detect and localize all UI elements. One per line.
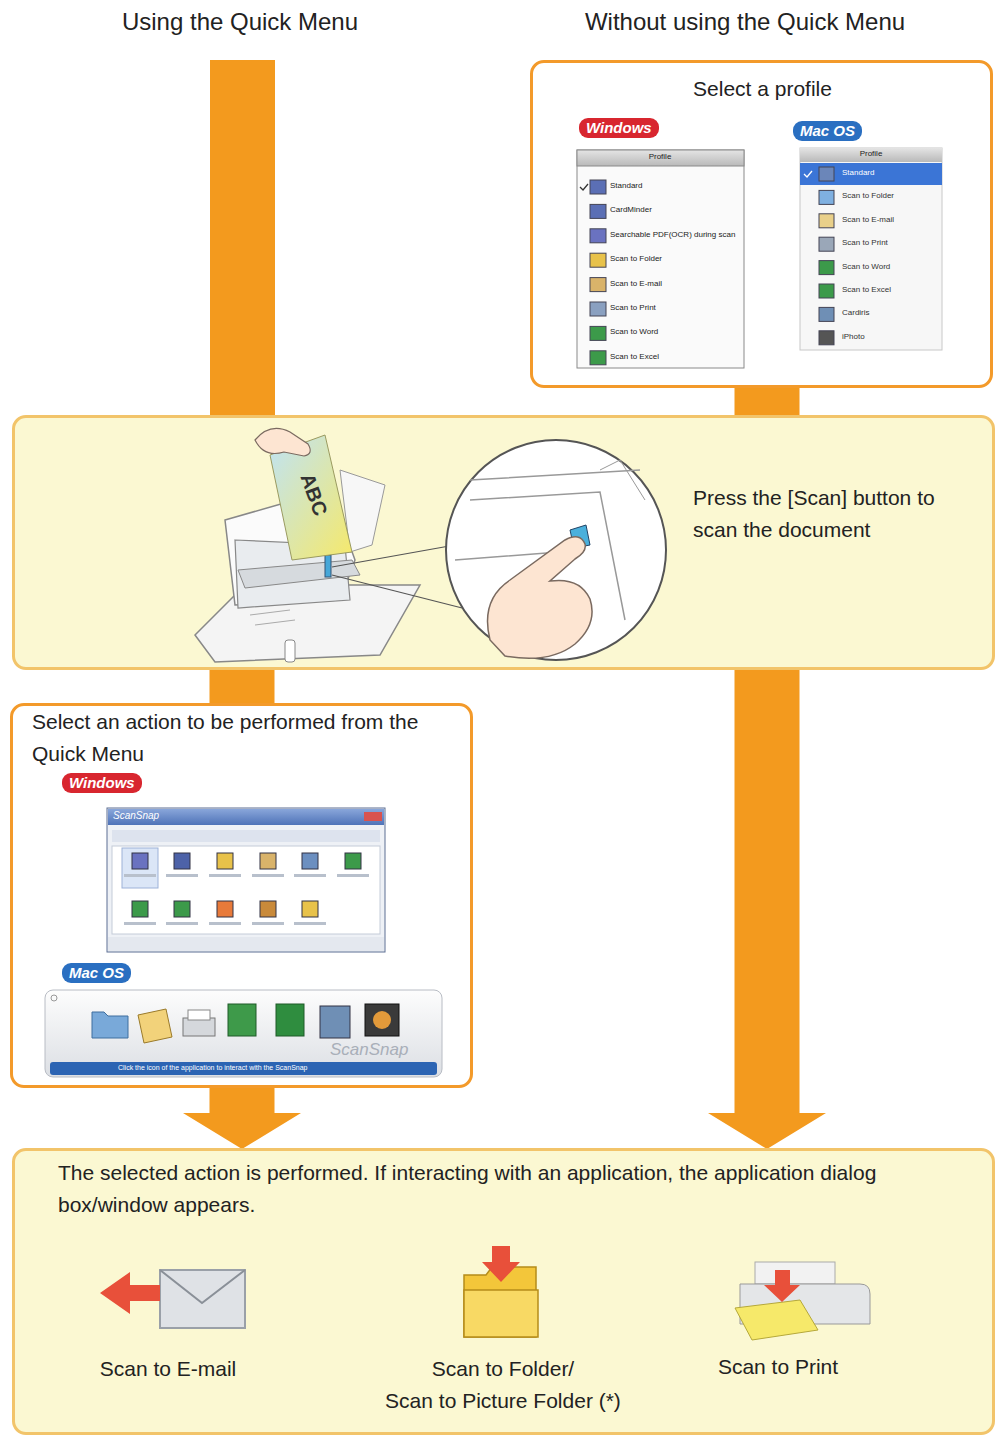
folder-icon (464, 1246, 538, 1337)
icon-shape (819, 307, 834, 321)
icon-shape (124, 922, 156, 925)
email-icon (100, 1270, 245, 1328)
profile-item: Scan to Word (610, 327, 658, 337)
icon-shape (302, 901, 318, 917)
panel-header: Profile (649, 152, 672, 162)
os-logo: Windows (62, 773, 142, 793)
icon-shape (819, 237, 834, 251)
action-label: Scan to Print (678, 1351, 878, 1383)
icon-shape (590, 180, 606, 194)
status-text: Click the icon of the application to int… (118, 1064, 308, 1072)
profile-item: iPhoto (842, 332, 865, 342)
icon-shape (174, 901, 190, 917)
flow-arrow (735, 386, 800, 416)
icon-shape (260, 853, 276, 869)
profile-item: Scan to Excel (610, 352, 659, 362)
icon-shape (590, 253, 606, 267)
os-logo: Mac OS (62, 963, 131, 983)
profile-item: Searchable PDF(OCR) during scan (610, 230, 735, 240)
icon-shape (166, 922, 198, 925)
profile-item: Scan to E-mail (610, 279, 662, 289)
windows-profile-list (577, 150, 744, 368)
column-heading: Without using the Quick Menu (585, 8, 905, 37)
action-label: Scan to Folder/ Scan to Picture Folder (… (353, 1353, 653, 1416)
icon-shape (819, 190, 834, 204)
node-text: Select a profile (533, 73, 992, 105)
node-text: Select an action to be performed from th… (32, 706, 452, 769)
profile-item: Standard (842, 168, 874, 178)
node-text: Press the [Scan] button to scan the docu… (693, 482, 978, 545)
icon-shape (590, 204, 606, 218)
watermark: ScanSnap (330, 1040, 408, 1060)
flow-arrow (210, 668, 275, 704)
icon-shape (590, 278, 606, 292)
icon-shape (345, 853, 361, 869)
icon-shape (209, 922, 241, 925)
profile-box: Select a profile (530, 60, 993, 388)
flow-arrow (708, 668, 826, 1149)
icon-shape (819, 167, 834, 181)
mac-profile-list (800, 148, 942, 350)
icon-shape (294, 874, 326, 877)
os-logo: Mac OS (793, 121, 862, 141)
profile-item: Scan to E-mail (842, 215, 894, 225)
column-heading: Using the Quick Menu (122, 8, 358, 37)
icon-shape (294, 922, 326, 925)
profile-item: Scan to Excel (842, 285, 891, 295)
profile-item: Scan to Word (842, 262, 890, 272)
icon-shape (174, 853, 190, 869)
scan-button-zoom (446, 440, 666, 660)
action-label: Scan to E-mail (68, 1353, 268, 1385)
panel-header: Profile (860, 149, 883, 159)
scan-band: Press the [Scan] button to scan the docu… (12, 415, 995, 670)
icon-shape (124, 874, 156, 877)
os-logo: Windows (579, 118, 659, 138)
icon-shape (252, 874, 284, 877)
profile-item: Scan to Print (842, 238, 888, 248)
icon-shape (132, 853, 148, 869)
icon-shape (590, 326, 606, 340)
quick-menu-box: Select an action to be performed from th… (10, 703, 473, 1088)
icon-shape (819, 331, 834, 345)
icon-shape (590, 351, 606, 365)
icon-shape (260, 901, 276, 917)
window-title: ScanSnap (113, 810, 159, 822)
profile-item: CardMinder (610, 205, 652, 215)
printer-icon (735, 1262, 870, 1340)
icon-shape (302, 853, 318, 869)
icon-shape (252, 922, 284, 925)
icon-shape (217, 853, 233, 869)
scanner-illustration (195, 428, 470, 662)
profile-item: Scan to Folder (610, 254, 662, 264)
icon-shape (337, 874, 369, 877)
icon-shape (209, 874, 241, 877)
icon-shape (819, 284, 834, 298)
profile-item: Scan to Print (610, 303, 656, 313)
icon-shape (217, 901, 233, 917)
icon-shape (590, 302, 606, 316)
icon-shape (166, 874, 198, 877)
icon-shape (590, 229, 606, 243)
icon-shape (132, 901, 148, 917)
icon-shape (819, 214, 834, 228)
flow-arrow (183, 1086, 301, 1149)
profile-item: Cardiris (842, 308, 870, 318)
profile-item: Scan to Folder (842, 191, 894, 201)
icon-shape (819, 261, 834, 275)
profile-item: Standard (610, 181, 642, 191)
node-text: The selected action is performed. If int… (58, 1157, 938, 1220)
flow-band (210, 60, 275, 416)
result-band: The selected action is performed. If int… (12, 1148, 995, 1435)
mac-quick-menu (45, 990, 442, 1077)
windows-quick-menu (107, 808, 385, 952)
